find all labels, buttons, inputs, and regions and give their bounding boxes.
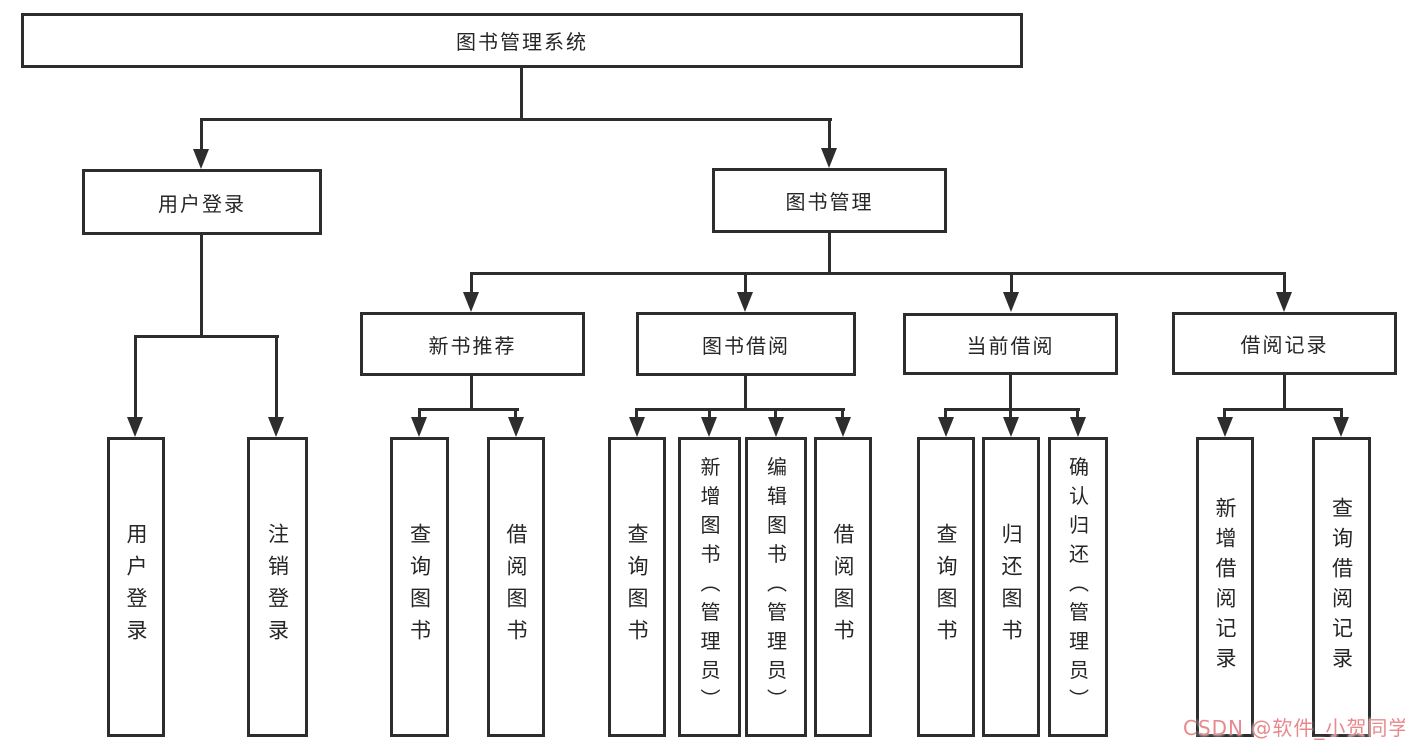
connector-drop-leaf xyxy=(841,410,844,420)
connector-drop-leaf xyxy=(514,410,517,420)
connector-stem xyxy=(1283,375,1286,410)
leaf-return-book-label: 归还图书 xyxy=(999,523,1023,651)
connector-drop-leaf xyxy=(1076,410,1079,420)
leaf-query-books-borrow-label: 查询图书 xyxy=(625,523,649,651)
connector-stem xyxy=(470,376,473,410)
leaf-confirm-return-admin: 确认归还（管理员） xyxy=(1048,437,1108,737)
connector-drop-leaf xyxy=(275,337,278,419)
arrow-down-icon xyxy=(835,417,851,437)
leaf-borrow-books-recommend: 借阅图书 xyxy=(487,437,545,737)
node-book-management-label: 图书管理 xyxy=(785,190,874,214)
connector-drop-leaf xyxy=(635,410,638,420)
connector-book-management-rail xyxy=(470,272,1286,275)
arrow-down-icon xyxy=(268,417,284,437)
connector-drop-current-borrow xyxy=(1010,274,1013,294)
node-book-borrow: 图书借阅 xyxy=(636,312,856,376)
arrow-down-icon xyxy=(508,417,524,437)
connector-stem xyxy=(1009,375,1012,410)
leaf-user-login-label: 用户登录 xyxy=(124,523,148,651)
connector-drop-leaf xyxy=(1340,410,1343,420)
node-root: 图书管理系统 xyxy=(21,13,1023,68)
connector-drop-leaf xyxy=(134,337,137,419)
leaf-add-book-admin: 新增图书（管理员） xyxy=(678,437,741,737)
arrow-down-icon xyxy=(463,292,479,312)
connector-drop-leaf xyxy=(418,410,421,420)
node-borrow-records: 借阅记录 xyxy=(1172,312,1397,375)
leaf-query-books-recommend: 查询图书 xyxy=(390,437,449,737)
node-current-borrow: 当前借阅 xyxy=(903,313,1118,375)
connector-user-login-stem xyxy=(200,235,203,337)
connector-rail xyxy=(635,408,845,411)
connector-drop-leaf xyxy=(774,410,777,420)
node-book-management: 图书管理 xyxy=(712,168,947,233)
arrow-down-icon xyxy=(1217,417,1233,437)
leaf-query-books-current-label: 查询图书 xyxy=(934,523,958,651)
node-borrow-records-label: 借阅记录 xyxy=(1240,333,1329,357)
leaf-return-book: 归还图书 xyxy=(982,437,1040,737)
leaf-borrow-books-recommend-label: 借阅图书 xyxy=(504,523,528,651)
node-user-login-label: 用户登录 xyxy=(158,191,246,216)
arrow-down-icon xyxy=(411,417,427,437)
leaf-edit-book-admin-label: 编辑图书（管理员） xyxy=(763,456,788,718)
leaf-query-borrow-record: 查询借阅记录 xyxy=(1312,437,1371,737)
node-user-login: 用户登录 xyxy=(82,169,322,235)
arrow-down-icon xyxy=(1003,292,1019,312)
node-book-borrow-label: 图书借阅 xyxy=(702,333,790,358)
arrow-down-icon xyxy=(768,417,784,437)
connector-rail xyxy=(1223,408,1343,411)
connector-stem xyxy=(744,376,747,410)
leaf-borrow-books-label: 借阅图书 xyxy=(831,523,855,651)
arrow-down-icon xyxy=(127,417,143,437)
node-new-book-recommend: 新书推荐 xyxy=(360,312,585,376)
leaf-query-books-borrow: 查询图书 xyxy=(608,437,666,737)
arrow-down-icon xyxy=(938,417,954,437)
leaf-borrow-books: 借阅图书 xyxy=(814,437,872,737)
arrow-down-icon xyxy=(193,149,209,169)
connector-drop-book-borrow xyxy=(744,274,747,294)
arrow-down-icon xyxy=(1276,292,1292,312)
arrow-down-icon xyxy=(737,292,753,312)
connector-drop-user-login xyxy=(200,120,203,151)
leaf-logout-label: 注销登录 xyxy=(265,523,290,651)
leaf-query-borrow-record-label: 查询借阅记录 xyxy=(1329,497,1354,677)
arrow-down-icon xyxy=(1003,417,1019,437)
leaf-add-borrow-record-label: 新增借阅记录 xyxy=(1213,497,1237,677)
connector-drop-book-management xyxy=(828,120,831,150)
connector-book-management-stem xyxy=(828,233,831,274)
leaf-user-login: 用户登录 xyxy=(107,437,165,737)
arrow-down-icon xyxy=(629,417,645,437)
connector-drop-new-book xyxy=(470,274,473,294)
leaf-logout: 注销登录 xyxy=(247,437,308,737)
connector-drop-leaf xyxy=(708,410,711,420)
connector-rail xyxy=(944,408,1080,411)
node-current-borrow-label: 当前借阅 xyxy=(966,333,1055,358)
leaf-edit-book-admin: 编辑图书（管理员） xyxy=(745,437,807,737)
connector-rail xyxy=(418,408,519,411)
leaf-confirm-return-admin-label: 确认归还（管理员） xyxy=(1065,456,1090,718)
leaf-add-book-admin-label: 新增图书（管理员） xyxy=(697,456,721,718)
connector-drop-leaf xyxy=(1223,410,1226,420)
leaf-query-books-current: 查询图书 xyxy=(917,437,975,737)
connector-drop-borrow-records xyxy=(1283,274,1286,294)
leaf-add-borrow-record: 新增借阅记录 xyxy=(1196,437,1254,737)
csdn-watermark: CSDN @软件_小贺同学 xyxy=(1183,716,1405,740)
arrow-down-icon xyxy=(1333,417,1349,437)
connector-user-login-rail xyxy=(134,335,279,338)
connector-root-rail xyxy=(200,118,832,121)
arrow-down-icon xyxy=(1070,417,1086,437)
arrow-down-icon xyxy=(701,417,717,437)
node-root-label: 图书管理系统 xyxy=(456,30,588,54)
node-new-book-recommend-label: 新书推荐 xyxy=(428,333,517,358)
connector-root-stem xyxy=(520,68,523,121)
connector-drop-leaf xyxy=(1009,410,1012,420)
leaf-query-books-recommend-label: 查询图书 xyxy=(407,523,432,651)
connector-drop-leaf xyxy=(944,410,947,420)
arrow-down-icon xyxy=(821,148,837,168)
